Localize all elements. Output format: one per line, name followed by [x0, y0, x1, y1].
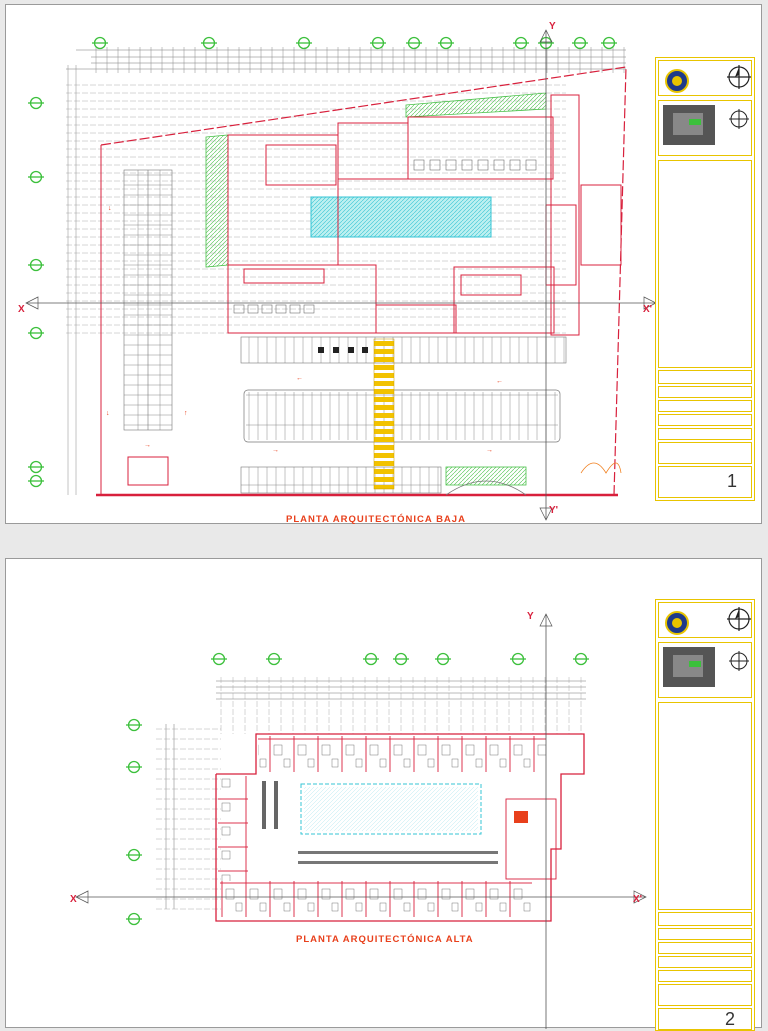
axis-x-prime-label: X': [643, 304, 653, 315]
furniture-block: [289, 304, 301, 314]
furniture-block: [509, 159, 521, 171]
furniture-block: [247, 304, 259, 314]
furniture-block: [413, 159, 425, 171]
institution-seal-icon: [665, 607, 751, 635]
furniture-block: [275, 304, 287, 314]
notes-cell: [658, 702, 752, 910]
sheet-number-cell: 1: [658, 466, 752, 498]
sheet-number: 2: [725, 1009, 736, 1029]
advisor-cell: [658, 928, 752, 940]
project-cell: [658, 942, 752, 954]
svg-text:↓: ↓: [106, 410, 110, 417]
svg-text:→: →: [272, 447, 279, 454]
axis-x-prime-label: X': [633, 894, 643, 905]
furniture-block: [461, 159, 473, 171]
ground-floor-plan: ← ← → → ↓ ↑ → ↓: [25, 29, 657, 521]
furniture-block: [429, 159, 441, 171]
institution-seal-icon: [665, 65, 751, 93]
svg-text:↓: ↓: [108, 205, 112, 212]
furniture-block: [445, 159, 457, 171]
drawing-sheet-2: X X' Y PLANTA ARQUITECTÓNICA ALTA: [5, 558, 762, 1031]
plan-caption: PLANTA ARQUITECTÓNICA BAJA: [286, 514, 466, 525]
date-cell: [658, 984, 752, 1006]
plan-caption: PLANTA ARQUITECTÓNICA ALTA: [296, 934, 474, 945]
scale-cell: [658, 970, 752, 982]
scale-cell: [658, 428, 752, 440]
institution-cell: [658, 602, 752, 638]
svg-text:↑: ↑: [184, 410, 188, 417]
furniture-block: [477, 159, 489, 171]
svg-text:→: →: [486, 447, 493, 454]
axis-x-label: X: [18, 304, 25, 315]
furniture-block: [233, 304, 245, 314]
furniture-block: [525, 159, 537, 171]
plan-name-cell: [658, 956, 752, 968]
axis-y-label: Y: [527, 611, 534, 622]
axis-y-prime-label: Y': [549, 505, 559, 516]
location-map-cell: [658, 100, 752, 156]
sheet-number: 1: [727, 471, 738, 491]
students-cell: [658, 370, 752, 384]
svg-text:→: →: [144, 442, 151, 449]
location-map-icon: [663, 105, 749, 145]
axis-y-label: Y: [549, 21, 556, 32]
advisor-cell: [658, 386, 752, 398]
drawing-sheet-1: ← ← → → ↓ ↑ → ↓ X X' Y Y' PLANTA ARQUITECTÓN…: [5, 4, 762, 525]
svg-text:←: ←: [496, 378, 503, 385]
title-block: 1: [655, 57, 755, 501]
furniture-block: [493, 159, 505, 171]
svg-text:←: ←: [296, 375, 303, 382]
sheet-number-cell: 2: [658, 1008, 752, 1030]
plan-name-cell: [658, 414, 752, 426]
location-map-icon: [663, 647, 749, 687]
furniture-block: [261, 304, 273, 314]
project-cell: [658, 400, 752, 412]
notes-cell: [658, 160, 752, 368]
date-cell: [658, 442, 752, 464]
title-block: 2: [655, 599, 755, 1031]
axis-x-label: X: [70, 894, 77, 905]
institution-cell: [658, 60, 752, 96]
students-cell: [658, 912, 752, 926]
furniture-block: [303, 304, 315, 314]
upper-floor-plan: [75, 613, 647, 1029]
location-map-cell: [658, 642, 752, 698]
